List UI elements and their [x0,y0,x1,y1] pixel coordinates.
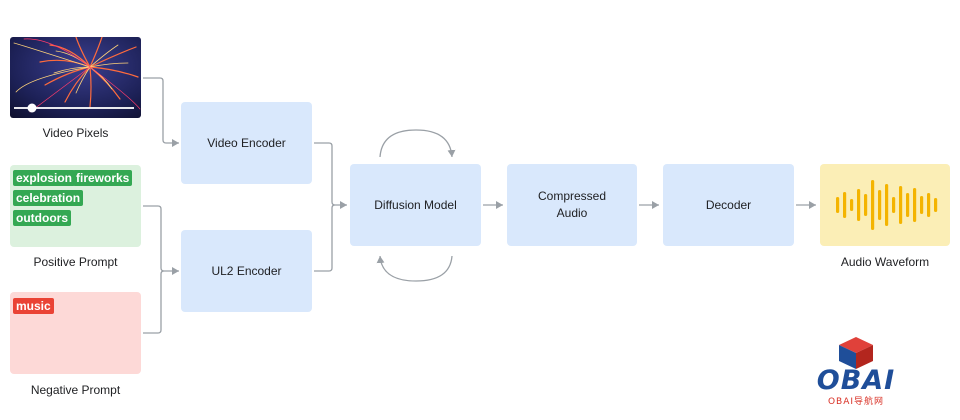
positive-prompt-caption: Positive Prompt [33,255,118,269]
video-pixels-thumbnail [10,37,141,118]
negative-prompt-card: music [10,292,141,374]
positive-tag: explosion [13,170,76,186]
video-pixels-caption: Video Pixels [42,126,109,140]
audio-waveform-card [820,164,950,246]
video-encoder-block: Video Encoder [181,102,312,184]
compressed-audio-label-line2: Audio [556,206,588,220]
connector-negative-to-ul2 [143,270,165,334]
diffusion-model-block: Diffusion Model [350,164,481,246]
connector-video-encoder-to-diffusion [314,142,347,209]
positive-tag: outdoors [13,210,71,226]
negative-tag: music [13,298,54,314]
ul2-encoder-block: UL2 Encoder [181,230,312,312]
logo-wordmark: OBAI [816,365,896,396]
positive-prompt-card: explosion fireworks celebration outdoors [10,165,141,247]
watermark-logo: OBAI OBAI导航网 [808,336,904,412]
connector-video-to-encoder [143,77,179,147]
positive-tag: celebration [13,190,84,206]
connector-ul2-to-diffusion [314,204,336,272]
logo-subtext: OBAI导航网 [827,397,885,407]
waveform-icon [836,180,938,230]
diffusion-loop-bottom [376,255,453,282]
cube-icon [839,337,873,369]
positive-tag: fireworks [73,170,133,186]
compressed-audio-label-line1: Compressed [537,189,607,203]
negative-prompt-caption: Negative Prompt [30,383,121,397]
audio-waveform-caption: Audio Waveform [840,255,930,269]
compressed-audio-block: Compressed Audio [507,164,637,246]
decoder-block: Decoder [663,164,794,246]
connector-positive-to-ul2 [143,205,179,275]
diffusion-loop-top [379,129,456,158]
